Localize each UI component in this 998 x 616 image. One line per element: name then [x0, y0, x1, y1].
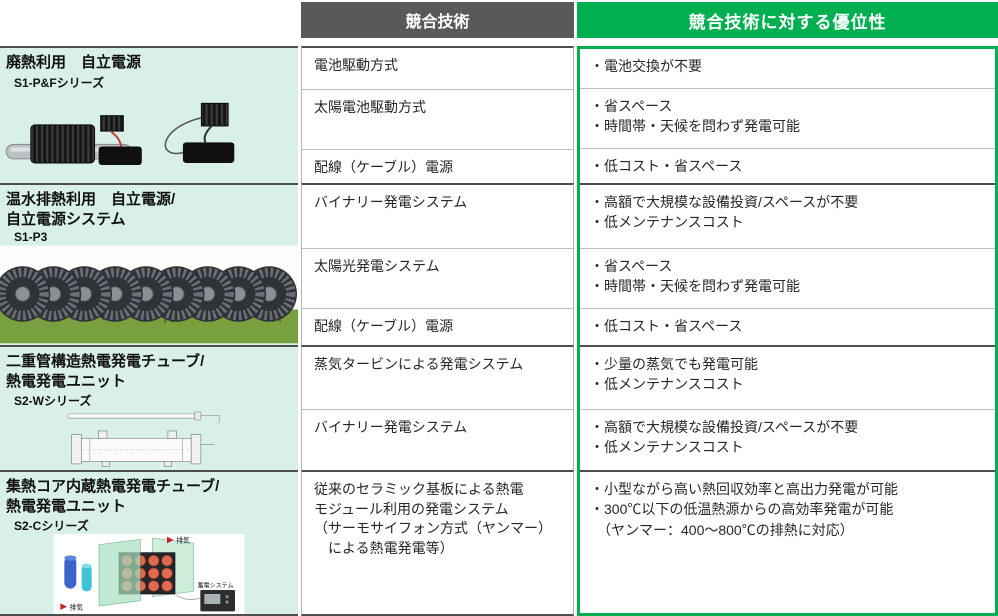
diagram-label-exhaust-top: 排気	[176, 536, 190, 545]
product-section-waste-heat: 廃熱利用 自立電源 S1-P&Fシリーズ	[0, 46, 298, 183]
tech-cell: 配線（ケーブル）電源	[302, 308, 573, 345]
tech-column-section-2: バイナリー発電システム 太陽光発電システム 配線（ケーブル）電源	[301, 183, 574, 345]
tech-cell: 電池駆動方式	[314, 57, 398, 73]
advantage-cell: ・高額で大規模な設備投資/スペースが不要 ・低メンテナンスコスト	[580, 409, 995, 470]
diagram-label-storage-system: 蓄電システム	[198, 581, 234, 589]
advantage-section-1: ・電池交換が不要 ・省スペース ・時間帯・天候を問わず発電可能 ・低コスト・省ス…	[580, 49, 995, 183]
advantage-cell: ・高額で大規模な設備投資/スペースが不要 ・低メンテナンスコスト	[590, 194, 859, 231]
product-title: 二重管構造熱電発電チューブ/ 熱電発電ユニット	[6, 353, 205, 390]
advantage-section-3: ・少量の蒸気でも発電可能 ・低メンテナンスコスト ・高額で大規模な設備投資/スペ…	[580, 345, 995, 470]
advantage-cell: ・低コスト・省スペース	[580, 148, 995, 183]
product-photo-finned-disk-array	[0, 245, 298, 344]
product-title: 廃熱利用 自立電源	[6, 54, 142, 71]
product-section-collector-core: 集熱コア内蔵熱電発電チューブ/ 熱電発電ユニット S2-Cシリーズ 排気	[0, 470, 298, 616]
advantage-cell: ・省スペース ・時間帯・天候を問わず発電可能	[580, 248, 995, 308]
tech-cell: 蒸気タービンによる発電システム	[314, 356, 524, 372]
advantage-cell: ・電池交換が不要	[590, 58, 702, 74]
tech-cell: 太陽電池駆動方式	[302, 89, 573, 149]
advantage-cell: ・少量の蒸気でも発電可能 ・低メンテナンスコスト	[590, 356, 758, 393]
header-competing-tech: 競合技術	[301, 2, 574, 38]
product-diagram-collector-core: 排気 排気 蓄電システム	[53, 534, 245, 614]
header-spacer	[0, 2, 298, 46]
tech-cell: バイナリー発電システム	[314, 194, 468, 210]
product-title: 温水排熱利用 自立電源/ 自立電源システム	[6, 191, 176, 228]
advantage-cell: ・小型ながら高い熱回収効率と高出力発電が可能 ・300℃以下の低温熱源からの高効…	[590, 481, 898, 538]
diagram-label-exhaust-bottom: 排気	[70, 602, 84, 611]
advantage-cell: ・省スペース ・時間帯・天候を問わず発電可能	[580, 88, 995, 148]
product-photo-waste-heat-units	[5, 102, 235, 165]
tech-column-section-1: 電池駆動方式 太陽電池駆動方式 配線（ケーブル）電源	[301, 46, 574, 183]
product-drawing-tube-unit	[67, 411, 220, 467]
product-series-label: S2-Cシリーズ	[14, 519, 89, 533]
advantage-section-4: ・小型ながら高い熱回収効率と高出力発電が可能 ・300℃以下の低温熱源からの高効…	[580, 470, 995, 613]
product-series-label: S1-P3	[14, 230, 48, 244]
product-section-hot-water: 温水排熱利用 自立電源/ 自立電源システム S1-P3	[0, 183, 298, 345]
advantages-column: ・電池交換が不要 ・省スペース ・時間帯・天候を問わず発電可能 ・低コスト・省ス…	[577, 46, 998, 616]
tech-column-section-3: 蒸気タービンによる発電システム バイナリー発電システム	[301, 345, 574, 470]
product-series-label: S2-Wシリーズ	[14, 394, 92, 408]
header-advantages: 競合技術に対する優位性	[577, 2, 998, 38]
tech-cell: 太陽光発電システム	[302, 248, 573, 308]
tech-cell: バイナリー発電システム	[302, 409, 573, 470]
tech-cell: 従来のセラミック基板による熱電 モジュール利用の発電システム （サーモサイフォン…	[314, 481, 552, 556]
product-section-double-tube: 二重管構造熱電発電チューブ/ 熱電発電ユニット S2-Wシリーズ	[0, 345, 298, 470]
tech-column-section-4: 従来のセラミック基板による熱電 モジュール利用の発電システム （サーモサイフォン…	[301, 470, 574, 616]
tech-cell: 配線（ケーブル）電源	[302, 149, 573, 183]
product-series-label: S1-P&Fシリーズ	[14, 75, 105, 90]
advantage-section-2: ・高額で大規模な設備投資/スペースが不要 ・低メンテナンスコスト ・省スペース …	[580, 183, 995, 345]
product-title: 集熱コア内蔵熱電発電チューブ/ 熱電発電ユニット	[6, 478, 220, 515]
advantage-cell: ・低コスト・省スペース	[580, 308, 995, 345]
